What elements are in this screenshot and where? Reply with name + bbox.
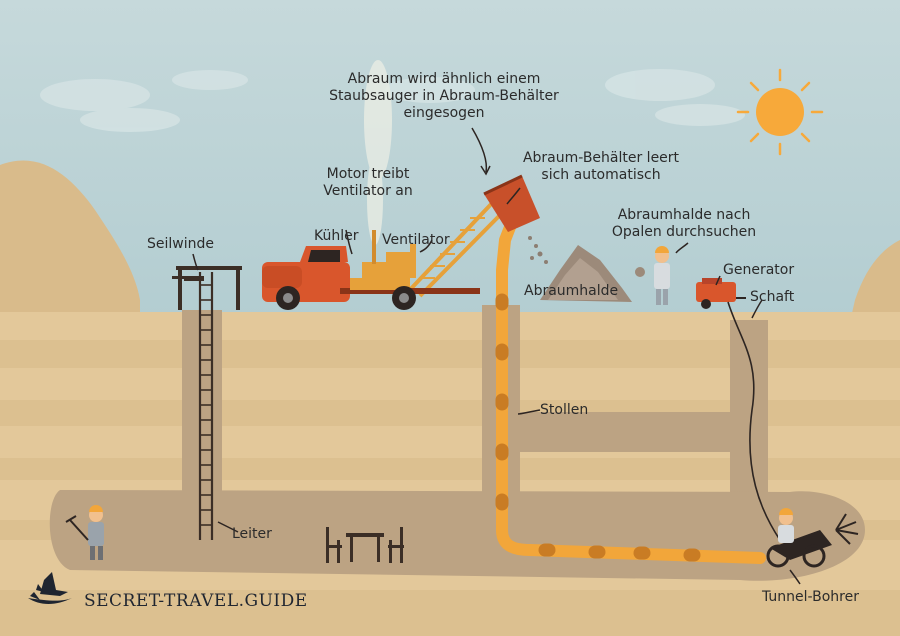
right-hill	[850, 240, 900, 322]
label-ventilator: Ventilator	[382, 232, 450, 248]
generator-cable	[727, 301, 781, 541]
label-leiter: Leiter	[232, 526, 272, 542]
table-and-chairs	[326, 527, 404, 563]
left-hill	[0, 160, 140, 322]
falling-debris	[528, 236, 548, 264]
spoil-heap	[540, 245, 632, 302]
label-schaft: Schaft	[750, 289, 795, 305]
winch	[172, 266, 242, 310]
label-motor-line-2: Ventilator an	[323, 183, 413, 199]
annotation-arrows	[192, 127, 801, 585]
label-opal-suche: Abraumhalde nach Opalen durchsuchen	[604, 207, 764, 241]
label-generator: Generator	[723, 262, 795, 278]
label-seilwinde: Seilwinde	[147, 236, 214, 252]
label-abraum-behaelter: Abraum-Behälter leert sich automatisch	[506, 150, 696, 184]
label-motor: Motor treibt Ventilator an	[310, 166, 426, 200]
label-tunnel-bohrer: Tunnel-Bohrer	[762, 589, 859, 605]
label-abraum-behaelter-line-2: sich automatisch	[541, 167, 661, 183]
label-abraumhalde: Abraumhalde	[524, 283, 619, 299]
worker-heap	[635, 246, 670, 305]
abraum-container	[483, 174, 540, 232]
worker-borer	[778, 508, 794, 543]
label-abraum-behaelter-line-1: Abraum-Behälter leert	[522, 150, 680, 166]
truck	[262, 230, 480, 310]
label-opal-suche-line-1: Abraumhalde nach	[617, 207, 751, 223]
suction-pipe	[495, 216, 766, 564]
label-abraum-sauger: Abraum wird ähnlich einem Staubsauger in…	[318, 71, 570, 122]
label-abraum-sauger-line-2: Staubsauger in Abraum-Behälter	[329, 88, 559, 104]
ladder	[198, 272, 214, 540]
label-stollen: Stollen	[540, 402, 589, 418]
smoke	[364, 60, 392, 245]
label-abraum-sauger-line-3: eingesogen	[403, 105, 485, 121]
generator	[696, 278, 746, 309]
brand-logo	[28, 572, 72, 604]
worker-tunnel	[65, 505, 104, 560]
clouds	[40, 69, 745, 132]
sun-icon	[736, 68, 824, 156]
label-kuehler: Kühler	[314, 228, 359, 244]
label-motor-line-1: Motor treibt	[326, 166, 410, 182]
tunnel-borer	[766, 513, 859, 568]
label-opal-suche-line-2: Opalen durchsuchen	[611, 224, 757, 240]
brand-name: SECRET-TRAVEL.GUIDE	[84, 591, 308, 611]
label-abraum-sauger-line-1: Abraum wird ähnlich einem	[347, 71, 541, 87]
